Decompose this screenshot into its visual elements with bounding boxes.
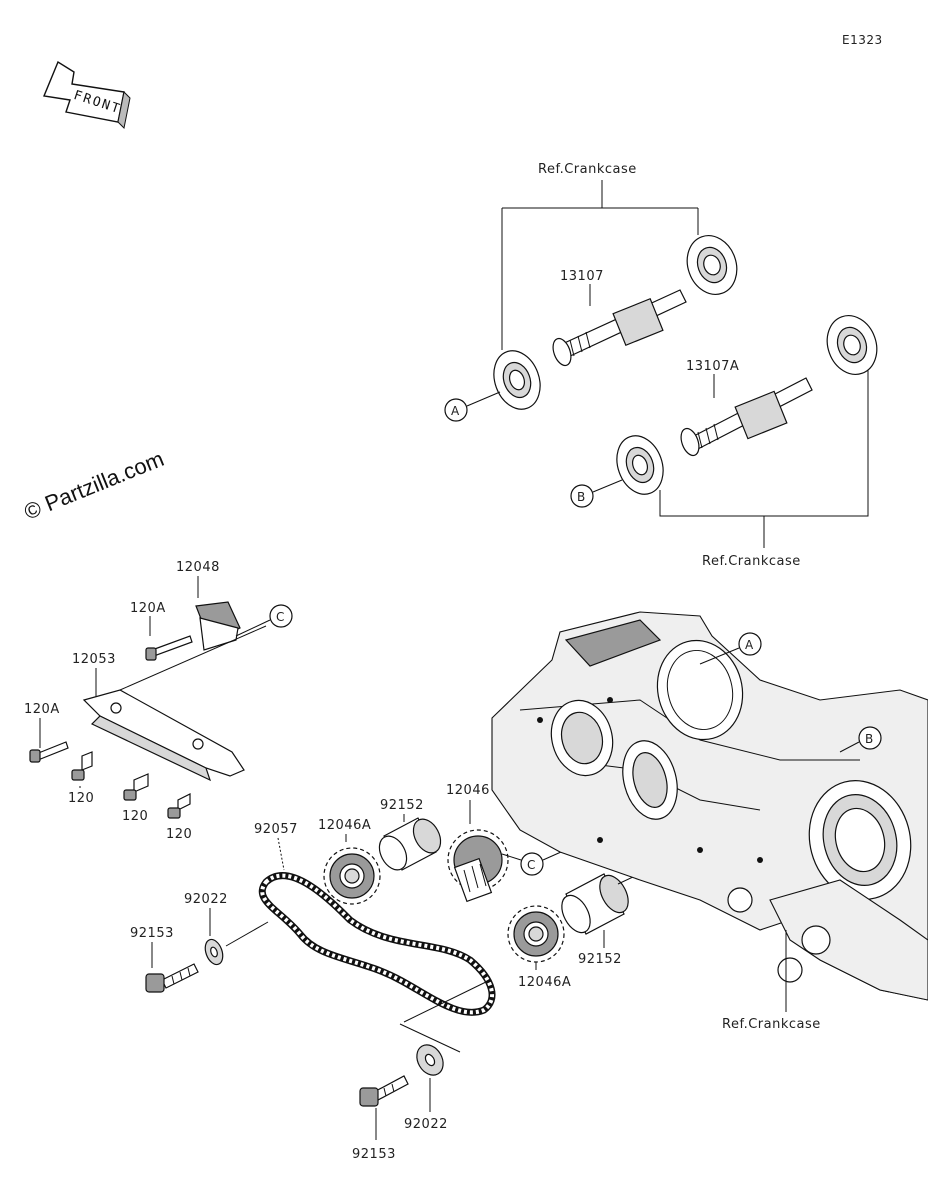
- label-12046a-bottom: 12046A: [518, 975, 571, 990]
- chain-guide-12053: [82, 689, 245, 782]
- bolt-120a-top: [145, 635, 193, 661]
- label-12046: 12046: [446, 783, 490, 798]
- sprocket-12046: [447, 829, 509, 903]
- label-92057: 92057: [254, 822, 298, 837]
- label-92022-bottom: 92022: [404, 1117, 448, 1132]
- sprocket-12046a-left: [323, 847, 381, 905]
- label-120a-left: 120A: [24, 702, 60, 717]
- bolt-92153-left: [145, 963, 199, 993]
- bearing-a: [493, 350, 541, 410]
- label-13107a: 13107A: [686, 359, 739, 374]
- front-arrow-icon: FRONT: [43, 60, 131, 130]
- svg-text:B: B: [865, 732, 874, 746]
- label-92022-top: 92022: [184, 892, 228, 907]
- label-120-b: 120: [122, 809, 148, 824]
- drive-chain-92057: [258, 872, 496, 1016]
- balancer-shaft-13107a: [680, 377, 813, 457]
- bearing-upper-right: [686, 235, 738, 295]
- label-120-a: 120: [68, 791, 94, 806]
- callout-c-left: C: [235, 604, 293, 637]
- bolt-120-c: [167, 793, 191, 819]
- bearing-far-right: [826, 315, 878, 375]
- label-92153-bottom: 92153: [352, 1147, 396, 1162]
- label-120a-top: 120A: [130, 601, 166, 616]
- washer-92022-bottom: [416, 1044, 444, 1076]
- crankcase-assembly: [491, 611, 928, 1001]
- ref-crankcase-right: Ref.Crankcase: [702, 554, 801, 569]
- watermark: © Partzilla.com: [21, 446, 168, 525]
- svg-text:C: C: [527, 858, 536, 872]
- sprocket-12046a-right: [507, 905, 565, 963]
- label-92152-left: 92152: [380, 798, 424, 813]
- label-13107: 13107: [560, 269, 604, 284]
- spacer-92152-left: [378, 817, 442, 871]
- label-12048: 12048: [176, 560, 220, 575]
- svg-text:A: A: [451, 404, 460, 418]
- ref-crankcase-bottom: Ref.Crankcase: [722, 1017, 821, 1032]
- spacer-92152-right: [561, 873, 629, 935]
- label-12053: 12053: [72, 652, 116, 667]
- svg-text:C: C: [276, 610, 285, 624]
- diagram-code: E1323: [842, 33, 883, 47]
- label-12046a-top: 12046A: [318, 818, 371, 833]
- bolt-92153-bottom: [359, 1075, 409, 1107]
- ref-crankcase-top: Ref.Crankcase: [538, 162, 637, 177]
- bolt-120-a: [71, 751, 93, 781]
- balancer-shaft-13107: [552, 289, 687, 367]
- bolt-120-b: [123, 773, 149, 801]
- label-92153-left: 92153: [130, 926, 174, 941]
- bearing-b: [616, 435, 664, 495]
- washer-92022-left: [204, 938, 224, 966]
- bolt-120a-left: [29, 741, 69, 763]
- svg-text:B: B: [577, 490, 586, 504]
- callout-b-upper: B: [570, 479, 623, 508]
- callout-b-crankcase: B: [839, 726, 882, 753]
- callout-a-upper: A: [444, 391, 501, 422]
- callout-c-lower: C: [501, 847, 571, 876]
- callout-a-crankcase: A: [699, 632, 762, 665]
- svg-text:A: A: [745, 638, 754, 652]
- label-120-c: 120: [166, 827, 192, 842]
- chain-tensioner-12048: [195, 601, 241, 651]
- label-92152-right: 92152: [578, 952, 622, 967]
